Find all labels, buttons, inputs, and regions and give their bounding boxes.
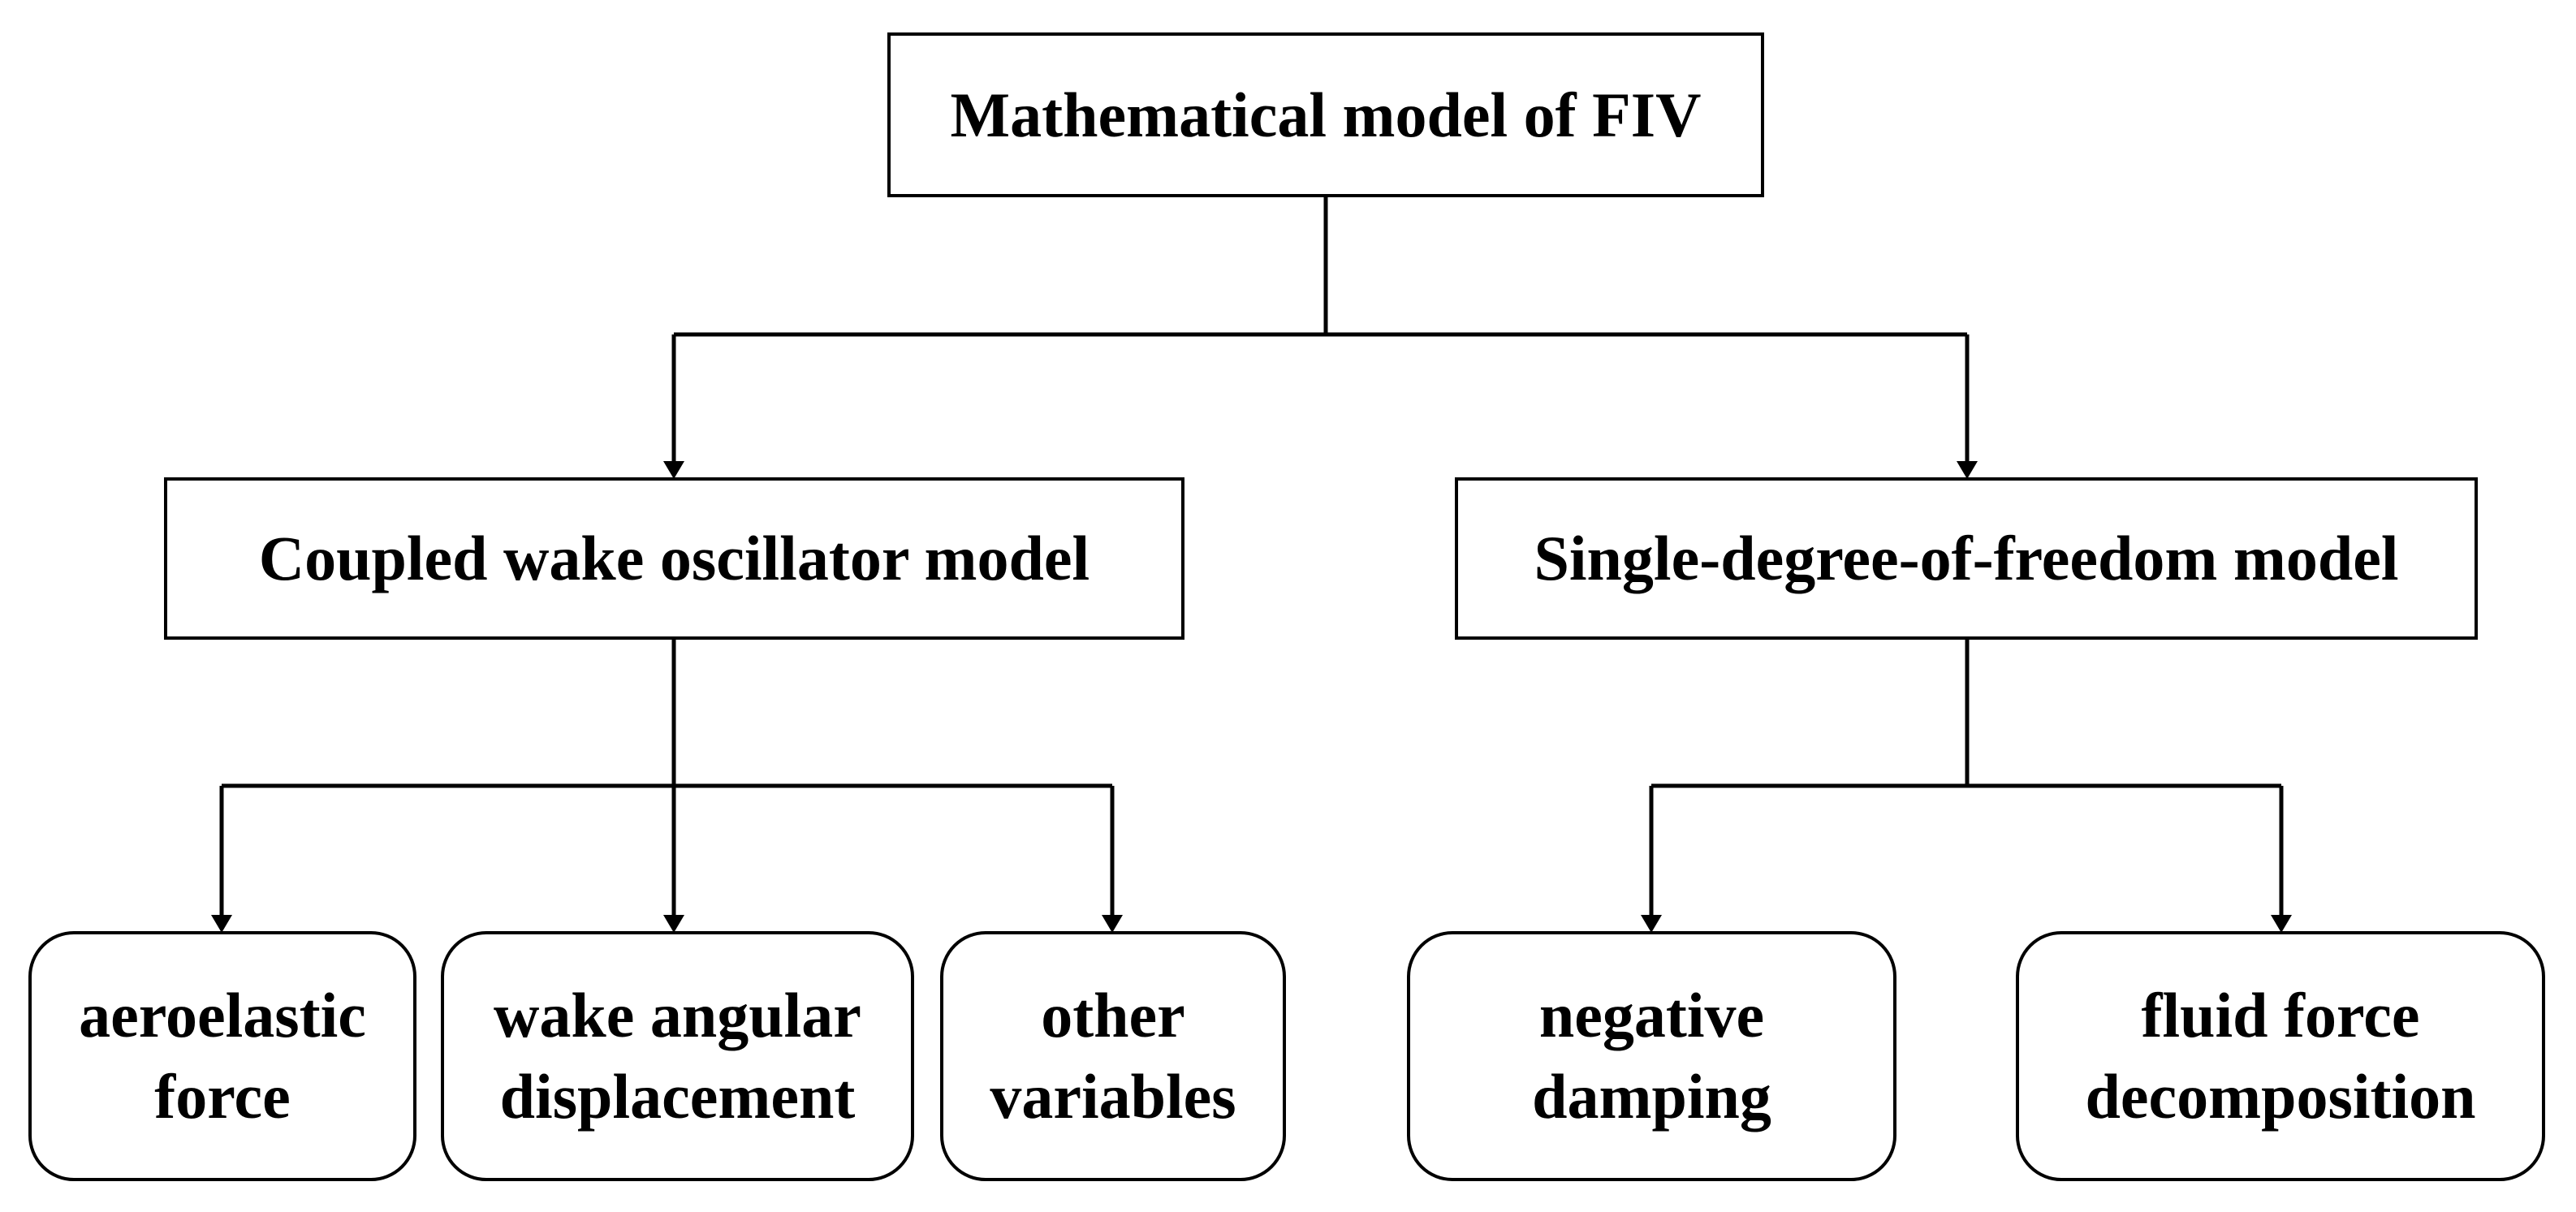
coupled-wake-oscillator-node: Coupled wake oscillator model	[164, 477, 1184, 640]
wake-angular-displacement-label: wake angular displacement	[494, 975, 861, 1137]
aeroelastic-force-node: aeroelastic force	[28, 931, 416, 1181]
aeroelastic-force-label: aeroelastic force	[79, 975, 366, 1137]
fluid-force-decomposition-node: fluid force decomposition	[2016, 931, 2545, 1181]
arrow-to-other-variables	[1102, 915, 1123, 933]
arrow-to-coupled-model	[663, 461, 684, 479]
arrow-to-negative-damping	[1641, 915, 1662, 933]
arrow-to-wake-angular-displacement	[663, 915, 684, 933]
arrow-to-fluid-force-decomposition	[2271, 915, 2292, 933]
other-variables-node: other variables	[940, 931, 1286, 1181]
root-node-label: Mathematical model of FIV	[950, 79, 1702, 150]
single-degree-of-freedom-node: Single-degree-of-freedom model	[1455, 477, 2478, 640]
negative-damping-line1: negative	[1538, 980, 1765, 1051]
aeroelastic-force-line2: force	[154, 1061, 291, 1132]
aeroelastic-force-line1: aeroelastic	[79, 980, 366, 1051]
coupled-wake-oscillator-label: Coupled wake oscillator model	[258, 523, 1090, 594]
other-variables-line2: variables	[990, 1061, 1236, 1132]
wake-angular-displacement-line2: displacement	[499, 1061, 856, 1132]
arrow-to-aeroelastic-force	[211, 915, 232, 933]
other-variables-label: other variables	[990, 975, 1236, 1137]
fluid-force-decomposition-label: fluid force decomposition	[2085, 975, 2475, 1137]
wake-angular-displacement-line1: wake angular	[494, 980, 861, 1051]
arrowheads	[211, 461, 2292, 933]
single-degree-of-freedom-label: Single-degree-of-freedom model	[1534, 523, 2399, 594]
fluid-force-decomposition-line2: decomposition	[2085, 1061, 2476, 1132]
fluid-force-decomposition-line1: fluid force	[2141, 980, 2420, 1051]
other-variables-line1: other	[1041, 980, 1185, 1051]
wake-angular-displacement-node: wake angular displacement	[441, 931, 914, 1181]
negative-damping-label: negative damping	[1532, 975, 1771, 1137]
negative-damping-line2: damping	[1532, 1061, 1771, 1132]
arrow-to-sdof-model	[1957, 461, 1978, 479]
negative-damping-node: negative damping	[1407, 931, 1896, 1181]
root-node: Mathematical model of FIV	[887, 32, 1764, 197]
